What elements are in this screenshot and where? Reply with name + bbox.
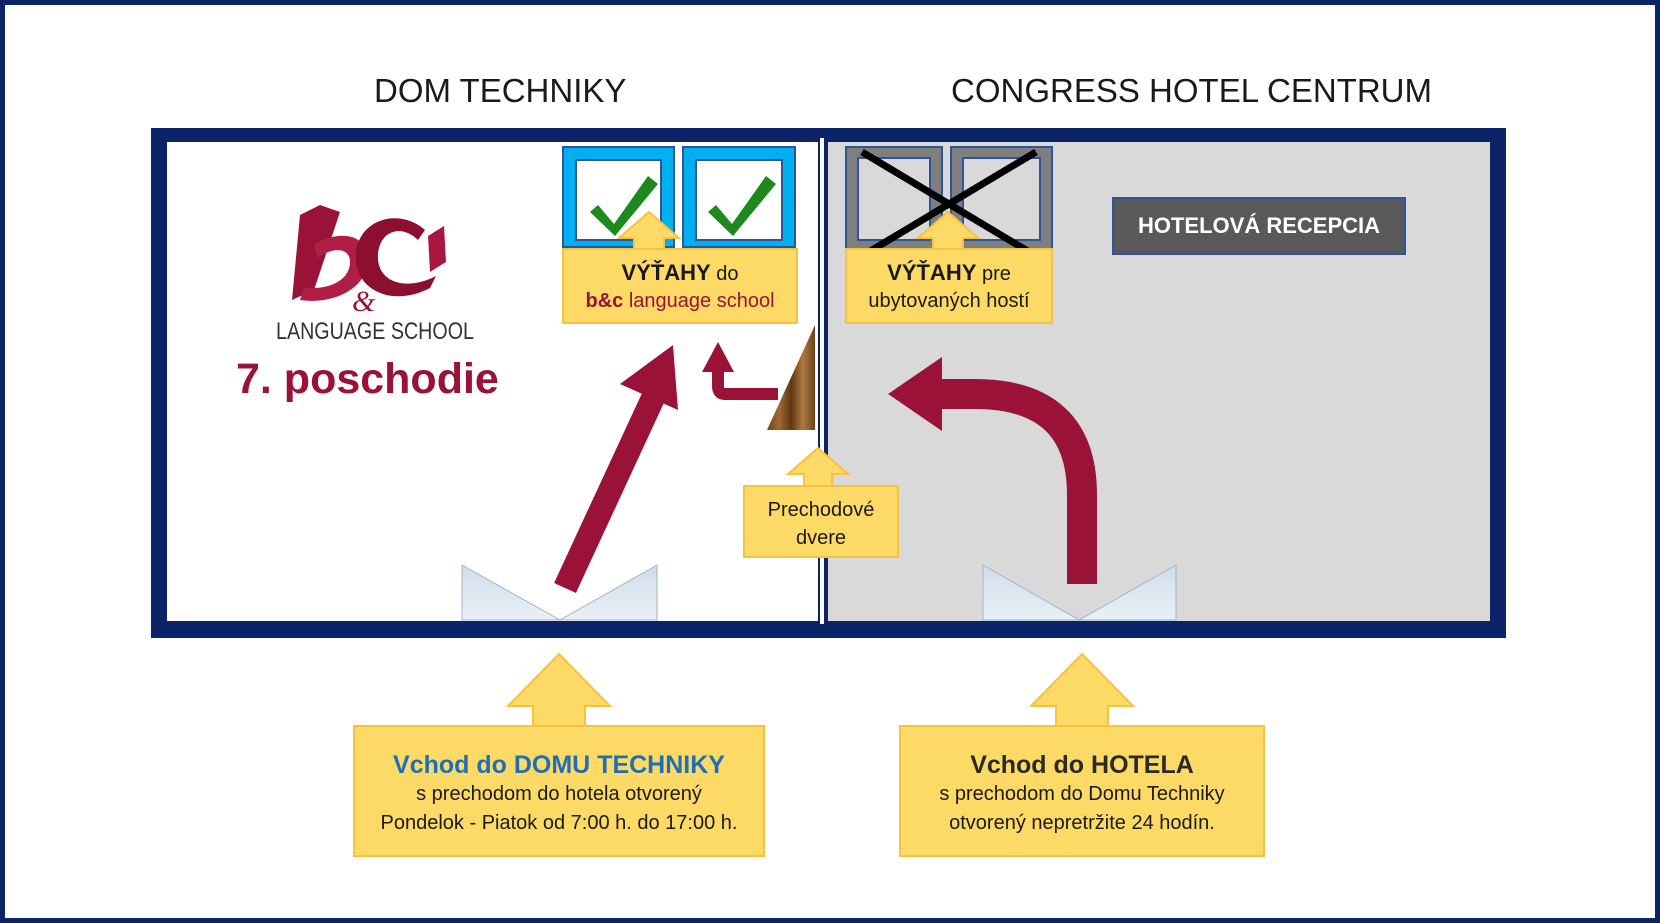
school-elevators xyxy=(562,146,796,248)
floor-label: 7. poschodie xyxy=(236,355,499,403)
entrance-dom-techniky-line2: s prechodom do hotela otvorený xyxy=(416,783,702,805)
arrow-up-icon xyxy=(1028,652,1136,727)
route-arrow-door xyxy=(702,342,778,400)
hotel-elevators-line2: ubytovaných hostí xyxy=(868,290,1030,312)
hotel-elevators-callout: VÝŤAHY pre ubytovaných hostí xyxy=(845,248,1053,324)
entrance-hotel-callout: Vchod do HOTELA s prechodom do Domu Tech… xyxy=(899,725,1265,857)
entrance-hotel-title: Vchod do HOTELA xyxy=(970,751,1194,779)
route-arrow-dom-techniky xyxy=(554,345,678,594)
door-callout: Prechodové dvere xyxy=(743,485,899,558)
entrance-hotel-line2: s prechodom do Domu Techniky xyxy=(939,783,1225,805)
route-arrow-hotel xyxy=(888,357,1097,584)
cross-icon xyxy=(860,148,1038,260)
bc-logo-mark: & xyxy=(292,205,446,318)
heading-congress-hotel: CONGRESS HOTEL CENTRUM xyxy=(951,72,1432,109)
door-label-line1: Prechodové xyxy=(767,499,875,521)
hotel-elevators-title-suffix: pre xyxy=(976,263,1011,285)
school-elevators-title-suffix: do xyxy=(710,263,739,285)
hotel-elevators-title: VÝŤAHY xyxy=(887,260,977,285)
building-divider-wall xyxy=(818,138,826,624)
entrance-dom-techniky-callout: Vchod do DOMU TECHNIKY s prechodom do ho… xyxy=(353,725,765,857)
entrance-door-dom-techniky xyxy=(461,564,658,621)
transition-door-icon xyxy=(767,325,815,430)
arrow-up-icon xyxy=(505,652,613,727)
heading-dom-techniky: DOM TECHNIKY xyxy=(374,72,627,109)
entrance-dom-techniky-line3: Pondelok - Piatok od 7:00 h. do 17:00 h. xyxy=(380,812,738,834)
door-label-line2: dvere xyxy=(795,527,847,549)
hotel-reception-label: HOTELOVÁ RECEPCIA xyxy=(1112,197,1406,255)
entrance-dom-techniky-title: Vchod do DOMU TECHNIKY xyxy=(393,751,725,779)
logo-subtitle: LANGUAGE SCHOOL xyxy=(276,318,474,345)
hotel-elevators xyxy=(845,146,1053,260)
school-brand: b&c xyxy=(585,290,624,312)
checkmark-icon xyxy=(708,176,776,236)
svg-text:&: & xyxy=(352,285,376,318)
checkmark-icon xyxy=(590,176,658,236)
school-elevators-callout: VÝŤAHY do b&c language school xyxy=(562,248,798,324)
school-elevators-title: VÝŤAHY xyxy=(621,260,711,285)
entrance-hotel-line3: otvorený nepretržite 24 hodín. xyxy=(949,812,1215,834)
arrow-up-icon xyxy=(785,446,851,487)
entrance-door-hotel xyxy=(982,564,1177,621)
school-brand-suffix: language school xyxy=(623,290,775,312)
